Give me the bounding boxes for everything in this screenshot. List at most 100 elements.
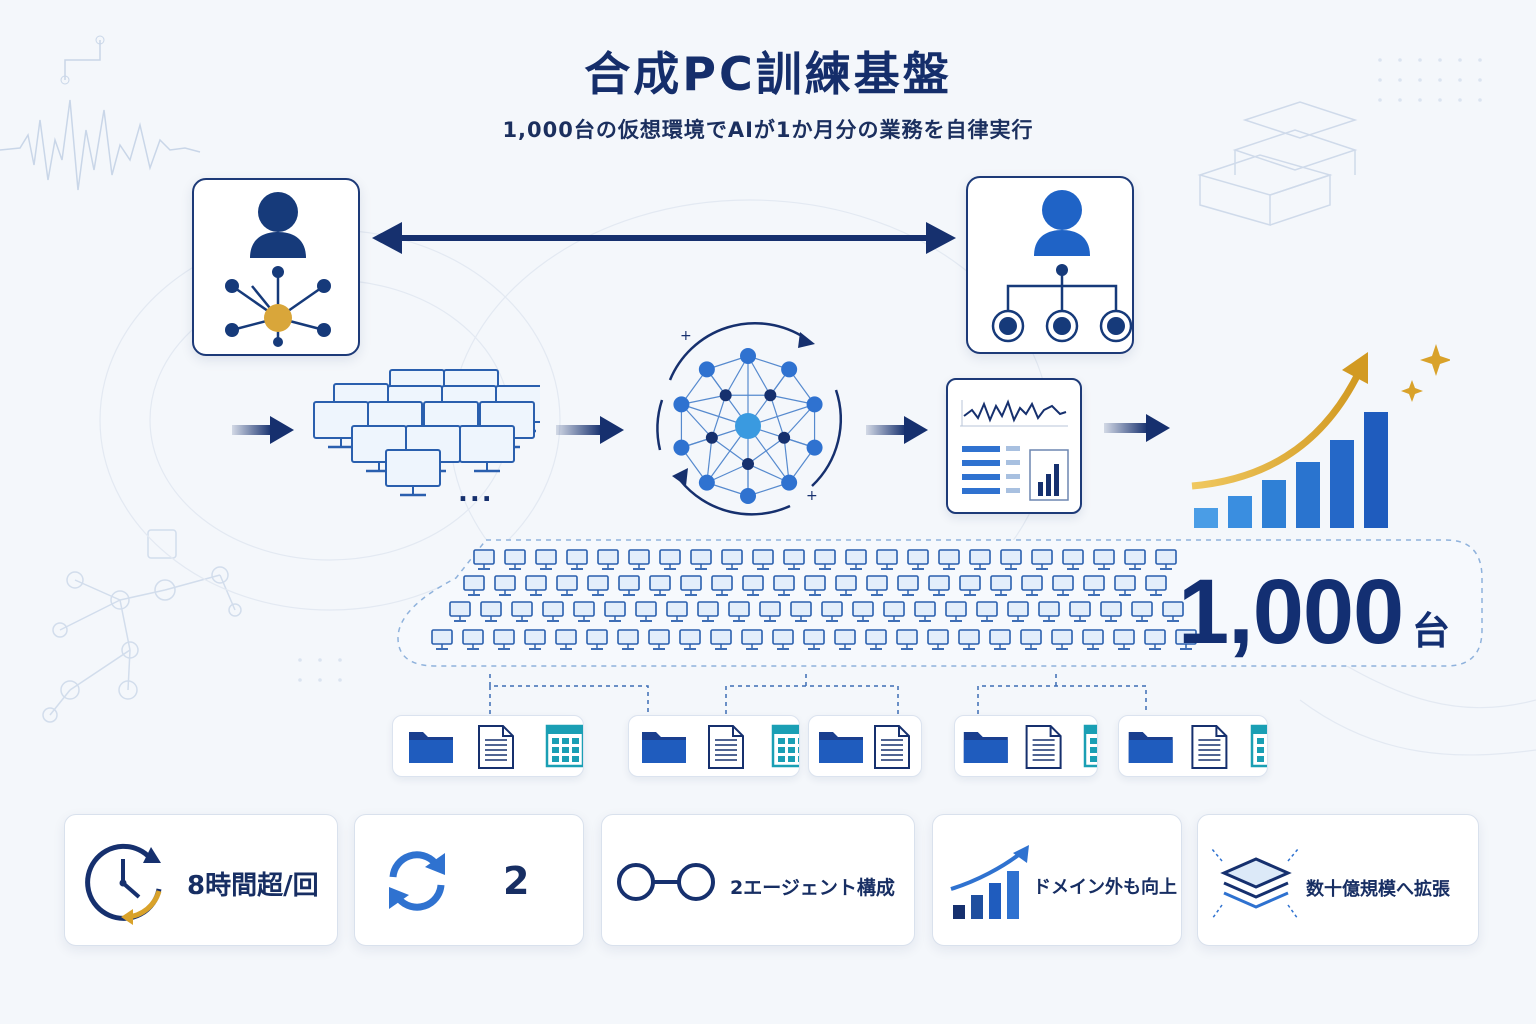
mini-monitor-icon [462, 629, 484, 650]
mini-monitor-icon [752, 549, 774, 570]
mini-monitor-icon [680, 575, 702, 596]
mini-monitor-icon [1113, 629, 1135, 650]
mini-monitor-icon [1062, 549, 1084, 570]
mini-monitor-icon [1175, 629, 1197, 650]
network-node [742, 458, 754, 470]
mini-monitor-icon [597, 549, 619, 570]
network-node [764, 389, 777, 402]
mini-monitor-icon [617, 629, 639, 650]
folder-document-icons [819, 725, 910, 769]
rising-bars-icon [950, 845, 1029, 919]
folder-document-spreadsheet-icons [1128, 724, 1290, 769]
mini-monitor-icon [1007, 601, 1029, 622]
agent-card-right [966, 176, 1134, 354]
monitor-icon [385, 449, 441, 497]
metric-duration-text: 8時間超/回 [187, 871, 319, 901]
file-group-4 [954, 715, 1123, 777]
metric-card-iterations: 2 [354, 814, 584, 946]
more-indicator: ... [458, 478, 494, 508]
pc-count-number: 1,000 [1178, 561, 1404, 663]
mini-monitor-icon [618, 575, 640, 596]
mini-monitor-icon [945, 601, 967, 622]
mini-monitor-icon [773, 575, 795, 596]
network-node [778, 431, 791, 444]
mini-monitor-icon [790, 601, 812, 622]
mini-monitor-icon [989, 629, 1011, 650]
folder-icon [642, 732, 686, 763]
mini-monitor-icon [852, 601, 874, 622]
mini-monitor-icon [431, 629, 453, 650]
mini-monitor-icon [976, 601, 998, 622]
mini-monitor-icon [1162, 601, 1184, 622]
flow-arrow-2 [556, 416, 624, 444]
file-group-1 [392, 715, 585, 777]
layers-expand-icon [1211, 848, 1299, 920]
person-network-icon [225, 192, 331, 347]
monitor-icon [459, 425, 515, 473]
metric-card-generalization: ドメイン外も向上 [932, 814, 1182, 946]
metric-card-duration: 8時間超/回 [64, 814, 338, 946]
mini-monitor-icon [959, 575, 981, 596]
mini-monitor-icon [969, 549, 991, 570]
report-dashboard-icon [960, 399, 1069, 501]
mini-monitor-icon [914, 601, 936, 622]
mini-monitor-icon [928, 575, 950, 596]
mini-monitor-icon [504, 549, 526, 570]
mini-monitor-icon [463, 575, 485, 596]
spreadsheet-icon [1250, 724, 1290, 768]
mini-monitor-icon [535, 549, 557, 570]
file-group-5 [1118, 715, 1290, 777]
metric-card-scale: 数十億規模へ拡張 [1197, 814, 1479, 946]
mini-monitor-icon [1083, 575, 1105, 596]
mini-monitor-icon [958, 629, 980, 650]
metric-agents-text: 2エージェント構成 [730, 877, 895, 899]
mini-monitor-icon [494, 575, 516, 596]
mini-monitor-icon [728, 601, 750, 622]
folder-icon [963, 732, 1008, 763]
mini-monitor-icon [1031, 549, 1053, 570]
folder-icon [819, 732, 863, 763]
mini-monitor-icon [679, 629, 701, 650]
mini-monitor-icon [628, 549, 650, 570]
spreadsheet-icon [545, 724, 585, 768]
mini-monitor-icon [814, 549, 836, 570]
mini-monitor-icon [1051, 629, 1073, 650]
two-circles-icon [617, 863, 715, 901]
folder-document-spreadsheet-icons [409, 724, 585, 769]
mini-monitor-icon [525, 575, 547, 596]
flow-arrow-4 [1104, 414, 1170, 442]
document-icon [708, 725, 744, 769]
network-core-node [735, 413, 761, 439]
mini-monitor-icon [1038, 601, 1060, 622]
mini-monitor-icon [524, 629, 546, 650]
mini-monitor-icon [542, 601, 564, 622]
network-node [806, 396, 823, 413]
metric-generalization-text: ドメイン外も向上 [1033, 877, 1177, 898]
mini-monitor-icon [990, 575, 1012, 596]
flow-arrow-3 [866, 416, 928, 444]
mini-monitor-icon [604, 601, 626, 622]
mini-monitor-icon [865, 629, 887, 650]
mini-monitor-icon [907, 549, 929, 570]
network-node [673, 439, 690, 456]
mini-monitor-icon [635, 601, 657, 622]
mini-monitor-icon [876, 549, 898, 570]
mini-monitor-icon [1020, 629, 1042, 650]
network-node [705, 431, 718, 444]
mini-monitor-icon [473, 549, 495, 570]
mini-monitor-icon [834, 629, 856, 650]
network-node [781, 474, 798, 491]
mini-monitor-icon [1155, 549, 1177, 570]
mini-monitor-icon [896, 629, 918, 650]
mini-monitor-icon [511, 601, 533, 622]
page-title: 合成PC訓練基盤 [584, 47, 952, 101]
mini-monitor-icon [721, 549, 743, 570]
mini-monitor-icon [493, 629, 515, 650]
mini-monitor-icon [845, 549, 867, 570]
mini-monitor-icon [1000, 549, 1022, 570]
mini-monitor-icon [1093, 549, 1115, 570]
agent-card-left [192, 178, 360, 356]
performance-growth-icon [1191, 344, 1450, 528]
mini-monitor-icon [555, 629, 577, 650]
spreadsheet-icon [1083, 724, 1123, 768]
